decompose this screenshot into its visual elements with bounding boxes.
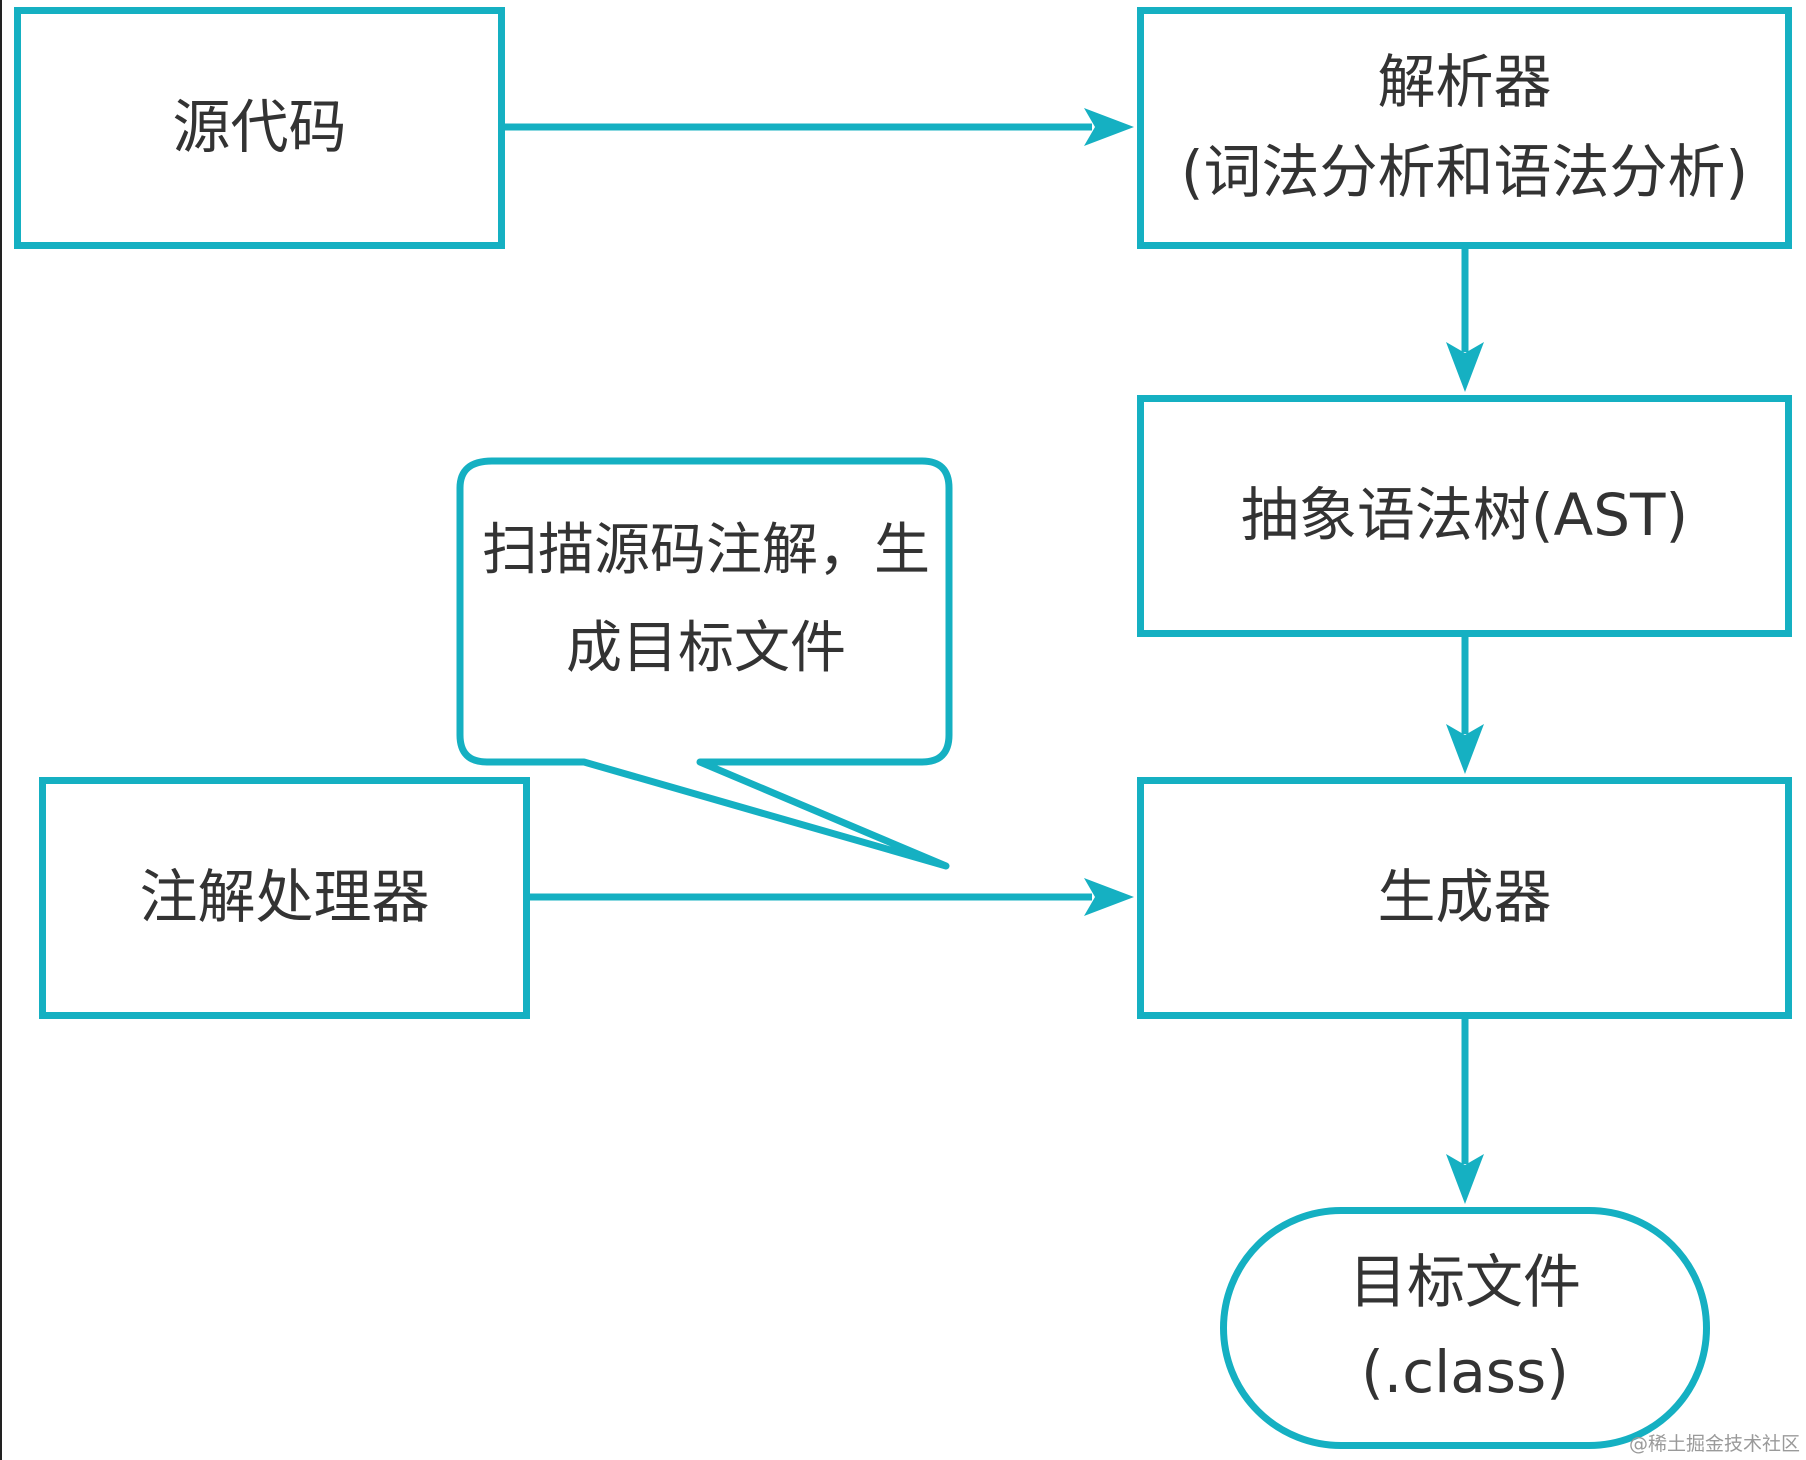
parser-node: 解析器 (词法分析和语法分析): [1137, 7, 1792, 249]
annotation-processor-node: 注解处理器: [39, 777, 530, 1019]
generator-node: 生成器: [1137, 777, 1792, 1019]
annotation-processor-label: 注解处理器: [139, 863, 430, 932]
target-file-subtitle: (.class): [1361, 1338, 1569, 1406]
left-border-line: [0, 0, 2, 1460]
parser-title: 解析器: [1377, 48, 1552, 117]
watermark: @稀土掘金技术社区: [1628, 1433, 1800, 1455]
callout-line-2: 成目标文件: [566, 616, 846, 681]
source-code-label: 源代码: [172, 93, 347, 162]
arrow-source-to-parser: [505, 108, 1134, 146]
arrow-processor-to-generator: [530, 878, 1134, 916]
callout-text: 扫描源码注解，生 成目标文件: [462, 500, 950, 700]
arrow-parser-to-ast: [1446, 249, 1484, 392]
target-file-title: 目标文件: [1348, 1248, 1581, 1317]
parser-subtitle: (词法分析和语法分析): [1180, 138, 1749, 206]
ast-label: 抽象语法树(AST): [1240, 481, 1689, 550]
callout-bubble: [456, 457, 953, 870]
ast-node: 抽象语法树(AST): [1137, 395, 1792, 637]
target-file-node: 目标文件 (.class): [1220, 1207, 1710, 1449]
arrow-ast-to-generator: [1446, 637, 1484, 774]
generator-label: 生成器: [1377, 863, 1552, 932]
arrow-generator-to-target: [1446, 1019, 1484, 1204]
source-code-node: 源代码: [14, 7, 505, 249]
callout-line-1: 扫描源码注解，生: [482, 518, 930, 583]
